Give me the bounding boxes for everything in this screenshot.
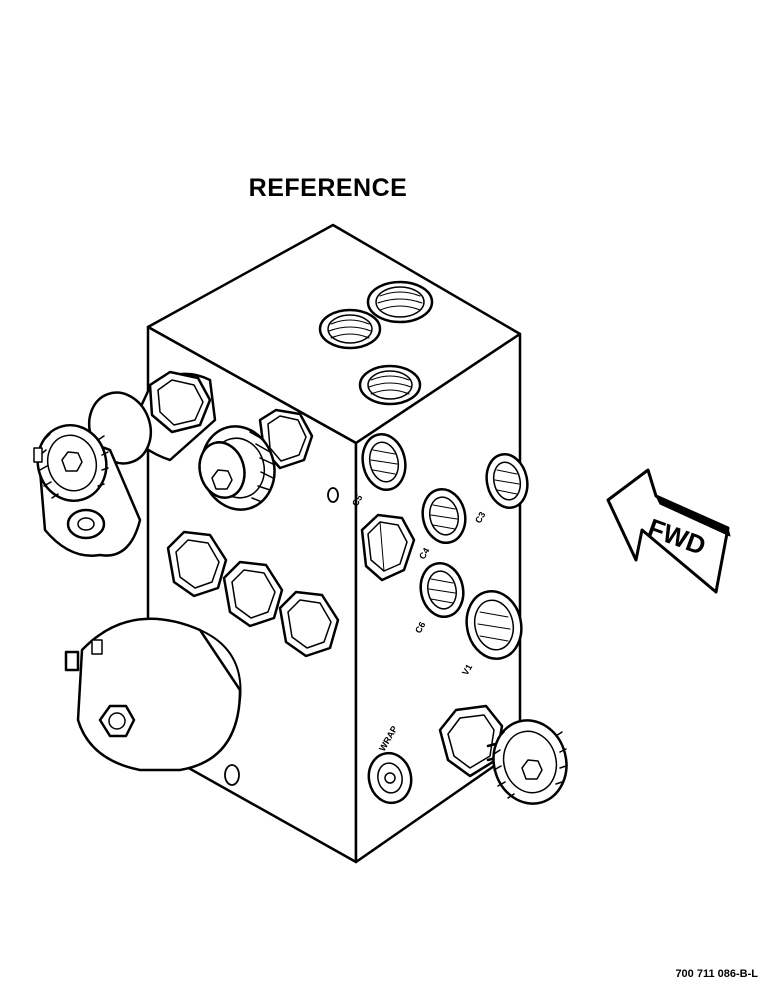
lower-right-valve [438,704,568,805]
document-number: 700 711 086-B-L [675,968,758,980]
left-hex-plugs [166,530,340,658]
lower-left-solenoid [64,617,242,772]
diagram-title: REFERENCE [248,174,408,202]
center-valve [198,408,314,511]
right-face-ports [361,433,529,805]
port-label-c4: C4 [417,546,431,561]
upper-left-valve [33,370,217,557]
port-label-v1: V1 [460,662,474,677]
port-label-c6: C6 [413,620,427,635]
right-hex-plug [360,513,416,582]
top-ports [318,280,434,406]
port-label-c3: C3 [473,510,487,525]
port-label-c5: C5 [350,493,364,508]
port-labels: C5 C3 C4 C6 V1 WRAP [350,493,487,753]
fwd-arrow: FWD [606,468,731,594]
